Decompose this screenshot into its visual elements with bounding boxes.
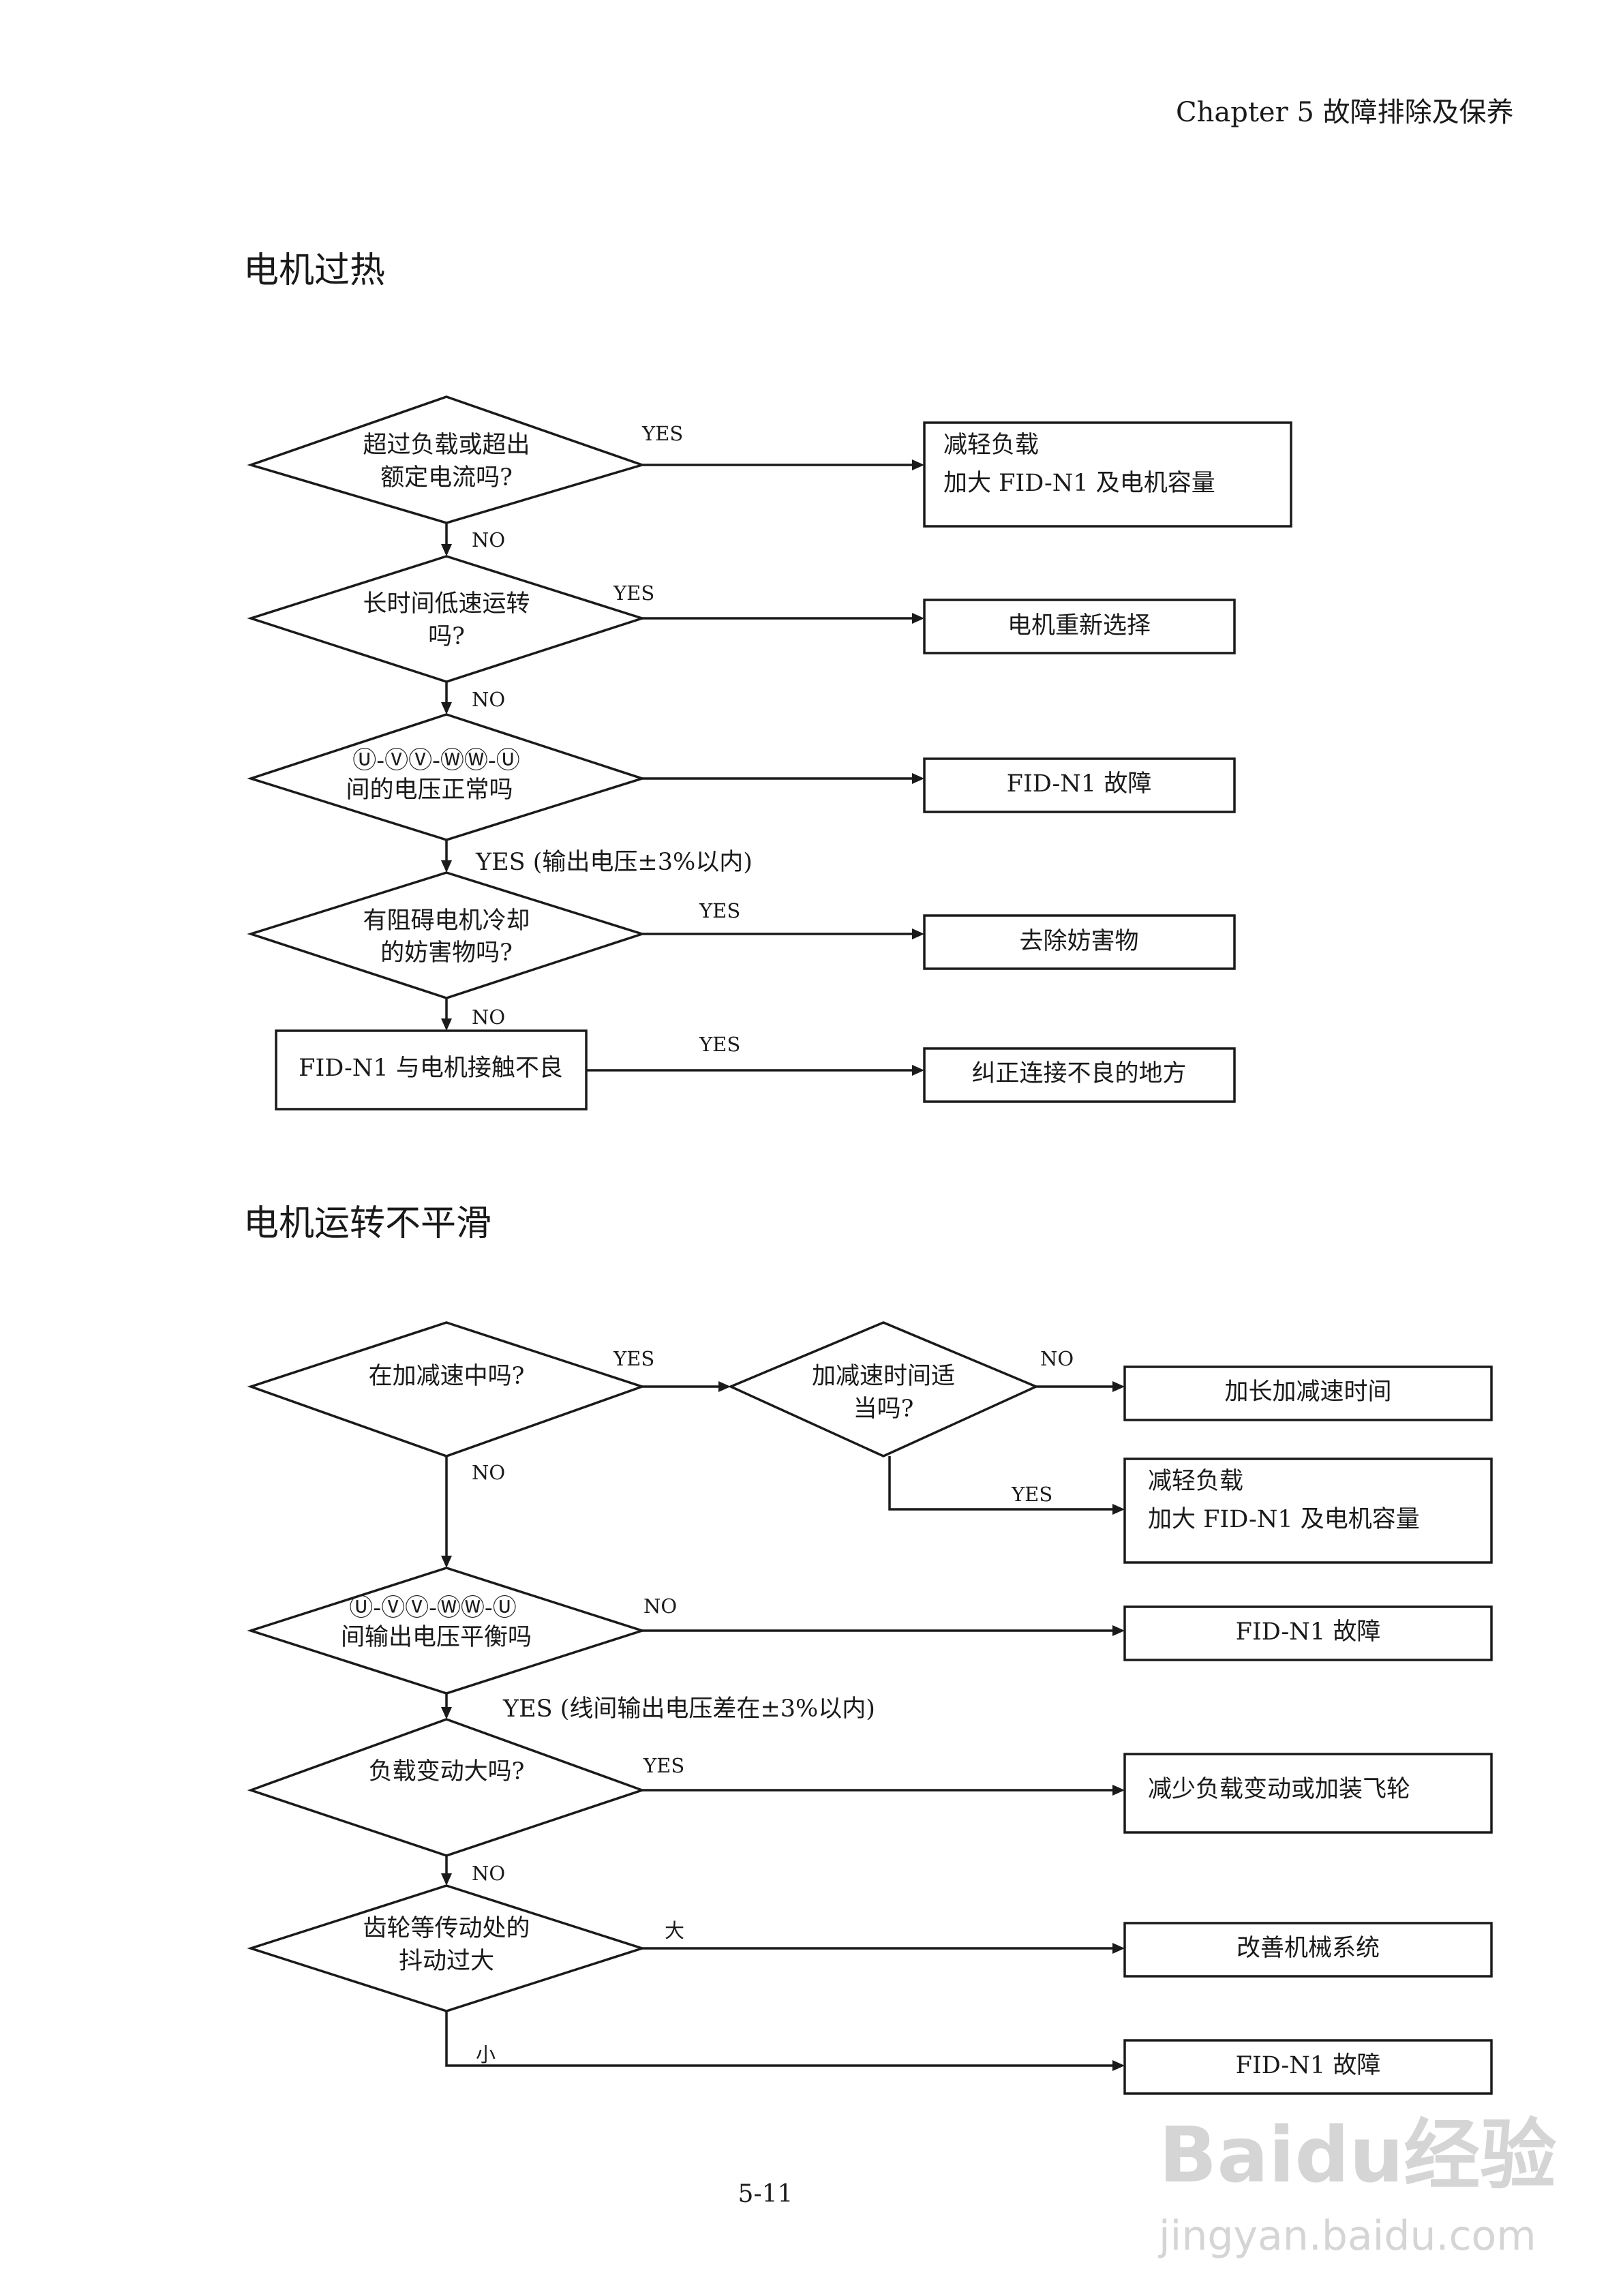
svg-text:FID-N1 故障: FID-N1 故障 (1236, 2052, 1381, 2079)
flow2-decision-gear-backlash: 齿轮等传动处的 抖动过大 (247, 1884, 646, 2012)
flow2-action-improve-mechanics: 改善机械系统 (1123, 1922, 1493, 1978)
section-title-overheat: 电机过热 (243, 250, 385, 291)
svg-text:长时间低速运转: 长时间低速运转 (363, 590, 530, 618)
baidu-watermark: Baidu经验 jingyan.baidu.com (1157, 2111, 1556, 2260)
svg-text:Ⓤ-ⓋⓋ-ⓌⓌ-Ⓤ: Ⓤ-ⓋⓋ-ⓌⓌ-Ⓤ (352, 747, 519, 774)
flow2-edge-label-q1b-no: NO (1040, 1347, 1074, 1370)
svg-text:当吗?: 当吗? (853, 1395, 914, 1423)
chapter-header: Chapter 5 故障排除及保养 (1176, 97, 1514, 128)
flow2-edge-label-q1-no: NO (472, 1461, 505, 1484)
svg-text:改善机械系统: 改善机械系统 (1237, 1935, 1380, 1962)
svg-text:的妨害物吗?: 的妨害物吗? (380, 939, 513, 967)
flow2-decision-accel-time: 加减速时间适 当吗? (727, 1321, 1040, 1457)
flow1-action-fix-connection: 纠正连接不良的地方 (923, 1047, 1236, 1103)
flow1-edge-label-q5-yes: YES (699, 1033, 740, 1056)
flow2-decision-load-variation: 负载变动大吗? (247, 1718, 646, 1857)
svg-text:纠正连接不良的地方: 纠正连接不良的地方 (971, 1060, 1186, 1087)
flow1-action-drive-fault: FID-N1 故障 (923, 757, 1236, 813)
flow2-edge-label-q1-yes: YES (613, 1347, 654, 1370)
svg-text:超过负载或超出: 超过负载或超出 (363, 432, 530, 459)
flow1-decision-overload: 超过负载或超出 额定电流吗? (247, 395, 646, 524)
flow2-edges (441, 1381, 1125, 2071)
svg-text:负载变动大吗?: 负载变动大吗? (369, 1758, 525, 1785)
svg-text:减轻负载: 减轻负载 (1148, 1468, 1243, 1495)
flow2-edge-label-q3-no: NO (472, 1862, 505, 1885)
svg-text:加大 FID-N1 及电机容量: 加大 FID-N1 及电机容量 (1148, 1506, 1420, 1533)
flow2-edge-label-q2-yes: YES (线间输出电压差在±3%以内) (502, 1695, 875, 1723)
flow2-edge-label-q4-small: 小 (476, 2043, 496, 2066)
flow1-action-remove-obstruction: 去除妨害物 (923, 914, 1236, 970)
flow1-edge-label-q1-no: NO (472, 528, 505, 552)
svg-text:抖动过大: 抖动过大 (399, 1948, 494, 1975)
svg-text:FID-N1 与电机接触不良: FID-N1 与电机接触不良 (299, 1055, 563, 1082)
flow2-action-drive-fault-2: FID-N1 故障 (1123, 2039, 1493, 2095)
flow1-edge-label-q2-yes: YES (613, 581, 654, 605)
svg-text:加减速时间适: 加减速时间适 (812, 1363, 955, 1390)
flow1-edge-label-q3-yes: YES (输出电压±3%以内) (475, 849, 753, 876)
svg-text:Ⓤ-ⓋⓋ-ⓌⓌ-Ⓤ: Ⓤ-ⓋⓋ-ⓌⓌ-Ⓤ (349, 1595, 516, 1622)
flow2-edge-label-q2-no: NO (643, 1595, 677, 1618)
svg-text:加长加减速时间: 加长加减速时间 (1224, 1378, 1391, 1406)
flow1-edges (441, 459, 924, 1076)
svg-text:加大 FID-N1 及电机容量: 加大 FID-N1 及电机容量 (943, 470, 1215, 497)
flow2-action-lengthen-accel: 加长加减速时间 (1123, 1365, 1493, 1421)
svg-text:减轻负载: 减轻负载 (943, 432, 1039, 459)
svg-text:去除妨害物: 去除妨害物 (1019, 928, 1138, 955)
svg-text:FID-N1 故障: FID-N1 故障 (1236, 1618, 1381, 1646)
flow2-decision-output-balance: Ⓤ-ⓋⓋ-ⓌⓌ-Ⓤ 间输出电压平衡吗 (247, 1567, 646, 1695)
flow2-edge-label-q4-big: 大 (665, 1919, 684, 1942)
svg-text:齿轮等传动处的: 齿轮等传动处的 (363, 1915, 530, 1942)
svg-text:有阻碍电机冷却: 有阻碍电机冷却 (363, 907, 530, 935)
flow1-edge-label-q4-yes: YES (699, 899, 740, 922)
flow2-action-drive-fault: FID-N1 故障 (1123, 1605, 1493, 1661)
flow2-edge-label-q3-yes: YES (643, 1754, 684, 1777)
svg-text:额定电流吗?: 额定电流吗? (380, 464, 513, 492)
flow1-edge-label-q1-yes: YES (641, 422, 683, 445)
flow2-decision-accel-decel: 在加减速中吗? (247, 1321, 646, 1457)
page-number: 5-11 (738, 2180, 793, 2208)
svg-text:减少负载变动或加装飞轮: 减少负载变动或加装飞轮 (1148, 1776, 1410, 1803)
svg-text:电机重新选择: 电机重新选择 (1007, 612, 1151, 639)
flow1-decision-obstruction: 有阻碍电机冷却 的妨害物吗? (247, 871, 646, 999)
flow1-decision-low-speed: 长时间低速运转 吗? (247, 555, 646, 683)
flow1-edge-label-q4-no: NO (472, 1006, 505, 1029)
flow2-edge-label-q1b-yes: YES (1011, 1483, 1052, 1506)
svg-text:在加减速中吗?: 在加减速中吗? (369, 1363, 525, 1390)
svg-text:间的电压正常吗: 间的电压正常吗 (346, 776, 513, 804)
flow1-action-reselect-motor: 电机重新选择 (923, 599, 1236, 654)
flow1-edge-label-q2-no: NO (472, 688, 505, 711)
svg-text:吗?: 吗? (428, 623, 465, 650)
flow2-action-reduce-load: 减轻负载 加大 FID-N1 及电机容量 (1123, 1457, 1493, 1564)
svg-text:间输出电压平衡吗: 间输出电压平衡吗 (341, 1624, 532, 1651)
flow2-action-reduce-variation: 减少负载变动或加装飞轮 (1123, 1753, 1493, 1834)
svg-text:FID-N1 故障: FID-N1 故障 (1007, 770, 1152, 798)
flow1-process-bad-contact: FID-N1 与电机接触不良 (275, 1029, 588, 1111)
watermark-url: jingyan.baidu.com (1157, 2212, 1536, 2260)
watermark-brand: Baidu经验 (1159, 2111, 1556, 2200)
flow1-decision-voltage: Ⓤ-ⓋⓋ-ⓌⓌ-Ⓤ 间的电压正常吗 (247, 713, 646, 841)
flow1-action-reduce-load: 减轻负载 加大 FID-N1 及电机容量 (923, 421, 1292, 528)
section-title-unsmooth: 电机运转不平滑 (243, 1203, 491, 1244)
